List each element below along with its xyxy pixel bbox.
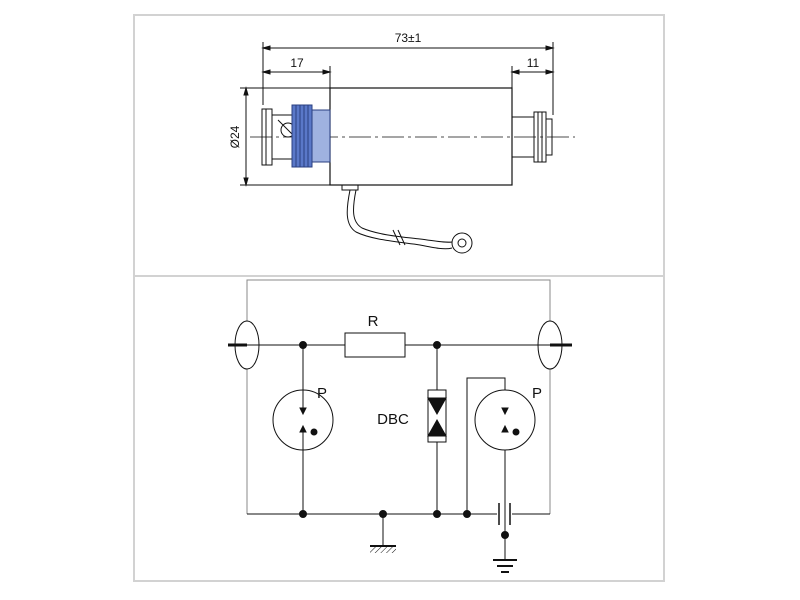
node-right-protector [463, 510, 471, 518]
node-left-ground [299, 510, 307, 518]
dim-left-length [261, 66, 332, 88]
resistor [344, 332, 406, 358]
dim-total-length [261, 42, 555, 115]
shield-top-wire [246, 279, 551, 325]
resistor-label: R [368, 313, 379, 330]
ground-lead [341, 184, 473, 254]
bnc-jack-right [511, 111, 553, 163]
circuit-schematic [228, 279, 572, 573]
dim-diameter [240, 86, 330, 187]
panel-divider [133, 275, 665, 277]
dim-right-length [510, 66, 555, 88]
protector-right [474, 389, 536, 451]
figure-frame [133, 14, 665, 582]
dbc-label: DBC [377, 411, 409, 428]
node-dbc-signal [433, 341, 441, 349]
dim-total-length-text: 73±1 [395, 31, 422, 45]
dim-left-length-text: 17 [290, 56, 304, 70]
bnc-plug-left [261, 104, 331, 168]
dim-right-length-text: 11 [527, 56, 540, 70]
arrester-body [329, 87, 513, 186]
dim-diameter-text: Ø24 [228, 125, 242, 148]
mechanical-drawing: 73±1 17 11 Ø24 [228, 31, 575, 254]
node-dbc-ground [433, 510, 441, 518]
protector-right-label: P [532, 385, 542, 402]
protector-right-lead [466, 377, 506, 514]
protector-left-label: P [317, 385, 327, 402]
node-left-signal [299, 341, 307, 349]
